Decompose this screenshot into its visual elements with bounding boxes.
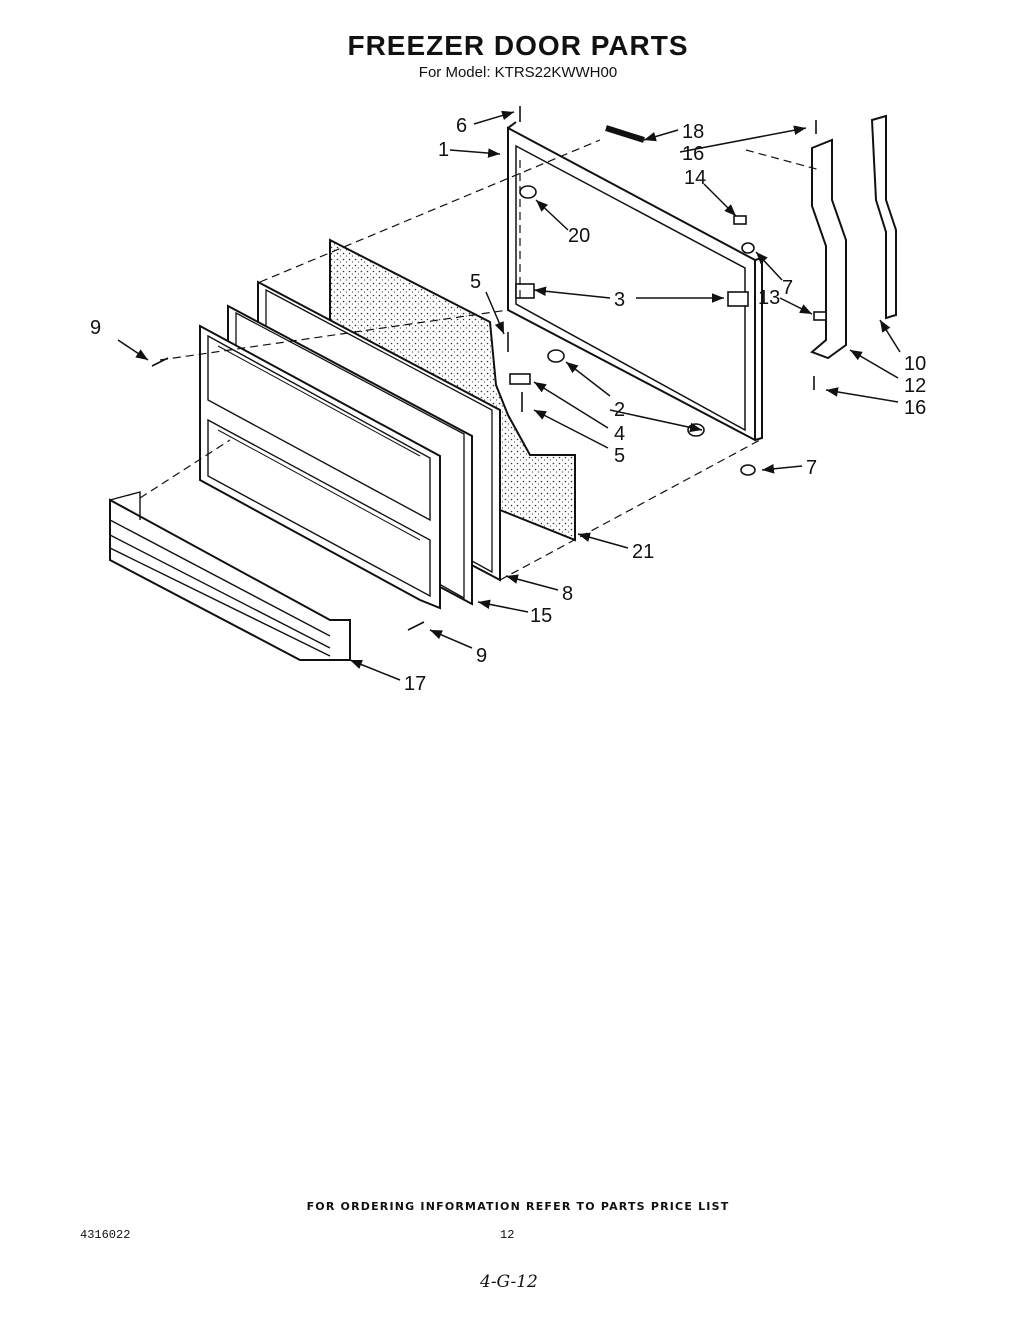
callout-16-bottom: 16 bbox=[904, 397, 926, 419]
callout-4: 4 bbox=[614, 423, 625, 445]
callout-18: 18 bbox=[682, 121, 704, 143]
callout-3: 3 bbox=[614, 289, 625, 311]
callout-7-top: 7 bbox=[782, 277, 793, 299]
callout-21: 21 bbox=[632, 541, 654, 563]
parts-drawing bbox=[109, 106, 897, 661]
callout-1: 1 bbox=[438, 139, 449, 161]
callout-6: 6 bbox=[456, 115, 467, 137]
callout-14: 14 bbox=[684, 167, 706, 189]
callout-20: 20 bbox=[568, 225, 590, 247]
callout-9-bottom: 9 bbox=[476, 645, 487, 667]
page-number: 12 bbox=[500, 1228, 515, 1242]
callout-labels: 6 1 18 16 14 20 7 5 3 13 9 10 12 16 2 4 … bbox=[90, 115, 926, 695]
model-subtitle: For Model: KTRS22KWWH00 bbox=[418, 64, 618, 81]
alignment-lines bbox=[139, 139, 821, 581]
handwritten-note: 4-G-12 bbox=[480, 1272, 538, 1292]
callout-12: 12 bbox=[904, 375, 926, 397]
callout-2: 2 bbox=[614, 399, 625, 421]
ordering-info-footer: FOR ORDERING INFORMATION REFER TO PARTS … bbox=[306, 1200, 730, 1213]
callout-9-left: 9 bbox=[90, 317, 101, 339]
inner-door-shelves bbox=[199, 324, 441, 610]
document-number: 4316022 bbox=[80, 1228, 131, 1242]
callout-5-bottom: 5 bbox=[614, 445, 625, 467]
leader-arrows bbox=[117, 110, 901, 681]
door-handle bbox=[810, 138, 847, 360]
page-title: FREEZER DOOR PARTS bbox=[347, 30, 689, 61]
callout-8: 8 bbox=[562, 583, 573, 605]
callout-16-top: 16 bbox=[682, 143, 704, 165]
outer-door-panel bbox=[507, 121, 763, 442]
callout-5-top: 5 bbox=[470, 271, 481, 293]
callout-17: 17 bbox=[404, 673, 426, 695]
callout-10: 10 bbox=[904, 353, 926, 375]
callout-13: 13 bbox=[758, 287, 780, 309]
hinge-parts bbox=[151, 106, 827, 631]
handle-trim bbox=[870, 114, 897, 320]
callout-7-bottom: 7 bbox=[806, 457, 817, 479]
callout-15: 15 bbox=[530, 605, 552, 627]
